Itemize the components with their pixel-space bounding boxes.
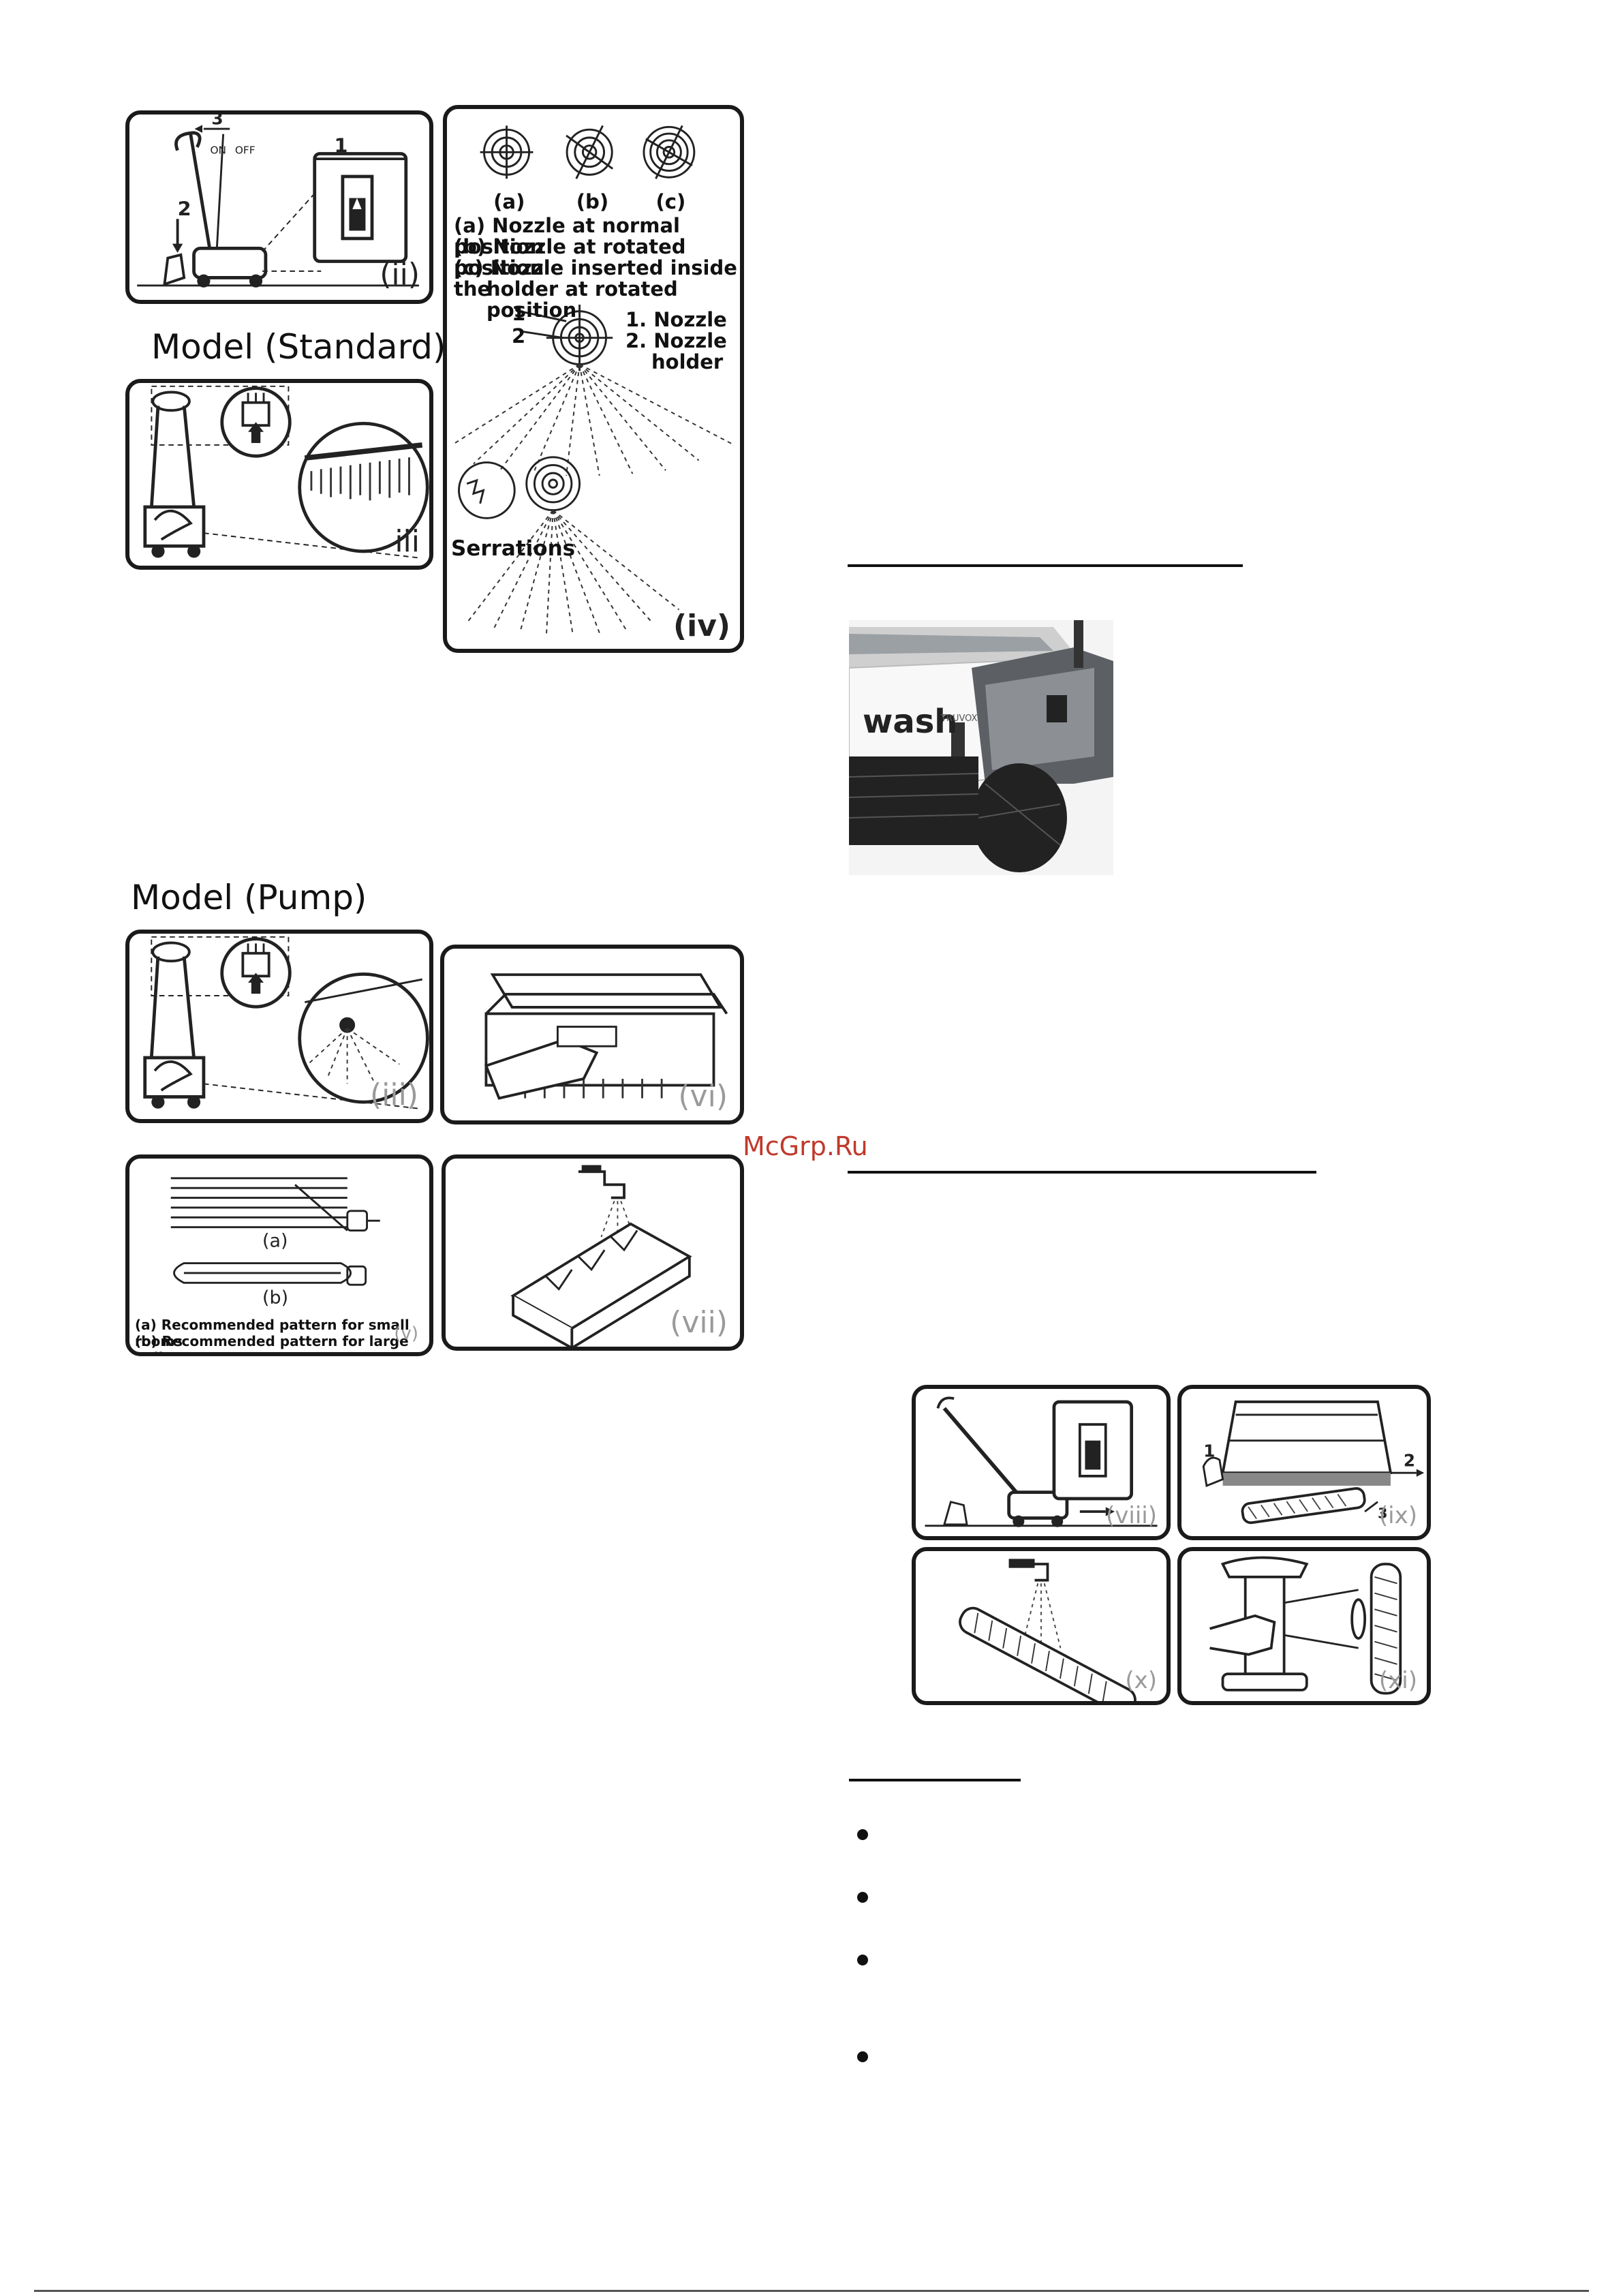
callout-number-2: 2	[512, 324, 526, 348]
figure-panel-x: (x)	[912, 1547, 1171, 1705]
nozzle-b-letter: (b)	[576, 190, 609, 213]
brush-removal-illustration: 1 2 3	[1202, 1400, 1425, 1525]
step-2-number: 2	[1404, 1451, 1415, 1471]
panel-label: (x)	[1125, 1667, 1157, 1694]
bullet-point	[857, 1955, 868, 1965]
pattern-a-letter: (a)	[262, 1231, 288, 1252]
step-1-number: 1	[334, 134, 347, 157]
nozzle-c-letter: (c)	[655, 190, 685, 213]
brand-truvox-text: TRUVOX	[940, 714, 978, 724]
heading-underline-1	[848, 564, 1243, 567]
heading-underline-2	[848, 1171, 1316, 1174]
tank-removal-illustration	[484, 973, 728, 1100]
brush-insertion-illustration	[1209, 1556, 1402, 1695]
panel-label: (iii)	[369, 1077, 418, 1112]
serrations-label: Serrations	[451, 536, 576, 561]
nozzle-desc-a: (a) Nozzle at normal position	[454, 214, 680, 258]
tank-filling-illustration	[510, 1165, 692, 1347]
nozzle-a-letter: (a)	[493, 190, 525, 213]
machine-photo-render: wash TRUVOX	[849, 620, 1113, 875]
cleaning-pattern-illustration: (a) (b)	[170, 1177, 380, 1308]
figure-panel-iii-standard: iii	[125, 379, 433, 570]
bullet-point	[857, 2051, 868, 2062]
nozzle-spray-illustration	[143, 385, 429, 559]
pattern-b-letter: (b)	[262, 1287, 288, 1308]
panel-label: (xi)	[1378, 1667, 1417, 1694]
callout-number-1: 1	[512, 302, 526, 325]
part-label-nozzle-holder-1: 2. Nozzle	[625, 329, 727, 352]
panel-label: (v)	[394, 1323, 418, 1344]
panel-label: (viii)	[1106, 1502, 1157, 1529]
figure-panel-vi: (vi)	[440, 945, 744, 1124]
section-heading-standard: Model (Standard)	[151, 327, 446, 367]
pump-nozzle-illustration	[143, 936, 429, 1109]
switch-off-text: OFF	[235, 144, 256, 156]
step-2-number: 2	[178, 197, 191, 220]
panel-label: (vi)	[678, 1079, 728, 1114]
machine-tilt-illustration	[925, 1396, 1158, 1527]
pattern-b-desc: (b) Recommended pattern for large halls	[135, 1333, 409, 1352]
panel-label: iii	[395, 524, 420, 559]
figure-panel-vii: (vii)	[442, 1154, 744, 1351]
step-3-number: 3	[211, 114, 223, 128]
figure-panel-viii: (viii)	[912, 1385, 1171, 1540]
nozzle-desc-c-line2: holder at rotated position	[486, 277, 678, 322]
brand-wash-text: wash	[863, 703, 957, 741]
switch-on-text: ON	[210, 144, 226, 156]
step-1-number: 1	[1203, 1441, 1215, 1460]
panel-label: (iv)	[673, 609, 730, 643]
figure-panel-ix: 1 2 3 (ix)	[1177, 1385, 1431, 1540]
brush-rinsing-illustration	[959, 1559, 1137, 1701]
step-3-number: 3	[1378, 1505, 1388, 1521]
panel-label: (ii)	[380, 257, 420, 292]
heading-underline-3	[849, 1779, 1021, 1781]
watermark-text: McGrp.Ru	[743, 1131, 868, 1161]
figure-panel-iii-pump: (iii)	[125, 930, 433, 1123]
part-label-nozzle-holder-2: holder	[651, 350, 724, 373]
figure-panel-ii: 1 2 3 ON OFF (ii)	[125, 110, 433, 304]
nozzle-positions-illustration: (a) (b) (c)	[453, 125, 732, 635]
panel-label: (ix)	[1378, 1502, 1417, 1529]
panel-label: (vii)	[670, 1305, 728, 1340]
section-heading-pump: Model (Pump)	[131, 878, 367, 917]
figure-panel-xi: (xi)	[1177, 1547, 1431, 1705]
nozzle-desc-b: (b) Nozzle at rotated position	[454, 235, 686, 279]
pattern-a-desc: (a) Recommended pattern for small rooms	[135, 1317, 409, 1349]
product-photo: wash TRUVOX	[849, 620, 1113, 875]
part-label-nozzle: 1. Nozzle	[625, 308, 727, 331]
footer-rule	[34, 2290, 1589, 2292]
nozzle-desc-c-line1: (c) Nozzle inserted inside the	[454, 256, 737, 301]
bullet-point	[857, 1829, 868, 1840]
machine-on-off-illustration: 1 2 3 ON OFF	[137, 114, 419, 288]
figure-panel-iv: (a) (b) (c) (a) Nozzle at	[443, 105, 744, 653]
figure-panel-v: (a) (b) (a) Recommended pattern for smal…	[125, 1154, 433, 1356]
bullet-point	[857, 1892, 868, 1903]
